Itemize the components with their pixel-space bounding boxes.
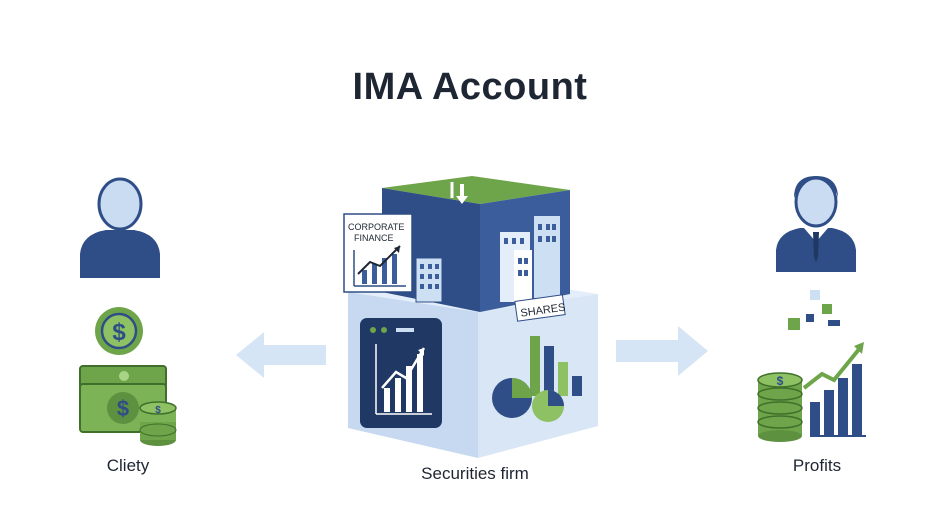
svg-text:$: $ — [155, 405, 161, 416]
skyscrapers-icon — [500, 216, 560, 302]
profit-growth-icon: $ — [757, 342, 866, 442]
shares-tag — [514, 294, 566, 322]
cash-stack-icon: $ $ — [79, 365, 177, 446]
dollar-coin-icon: $ — [95, 307, 143, 355]
coin-stack-icon: $ — [139, 401, 177, 446]
businessman-icon — [776, 176, 856, 272]
transfer-arrows-icon — [450, 182, 468, 204]
arrow-left-icon — [236, 332, 326, 378]
profits-label: Profits — [792, 456, 842, 475]
arrow-right-icon — [616, 326, 708, 376]
client-label: Cliety — [106, 456, 150, 475]
securities-firm-label: Securities firm — [421, 464, 529, 483]
svg-text:FINANCE: FINANCE — [354, 233, 394, 243]
pixel-squares-icon — [788, 290, 840, 330]
svg-text:$: $ — [112, 319, 126, 346]
securities-firm-cube: CORPORATE FINANCE SHARES — [343, 176, 598, 458]
svg-text:$: $ — [117, 396, 129, 421]
svg-text:$: $ — [777, 374, 784, 388]
svg-text:CORPORATE: CORPORATE — [348, 222, 404, 232]
corporate-finance-card — [343, 213, 413, 293]
client-person-icon — [80, 177, 160, 278]
coin-stack-icon: $ — [757, 372, 803, 442]
diagram-title: IMA Account — [352, 66, 588, 108]
